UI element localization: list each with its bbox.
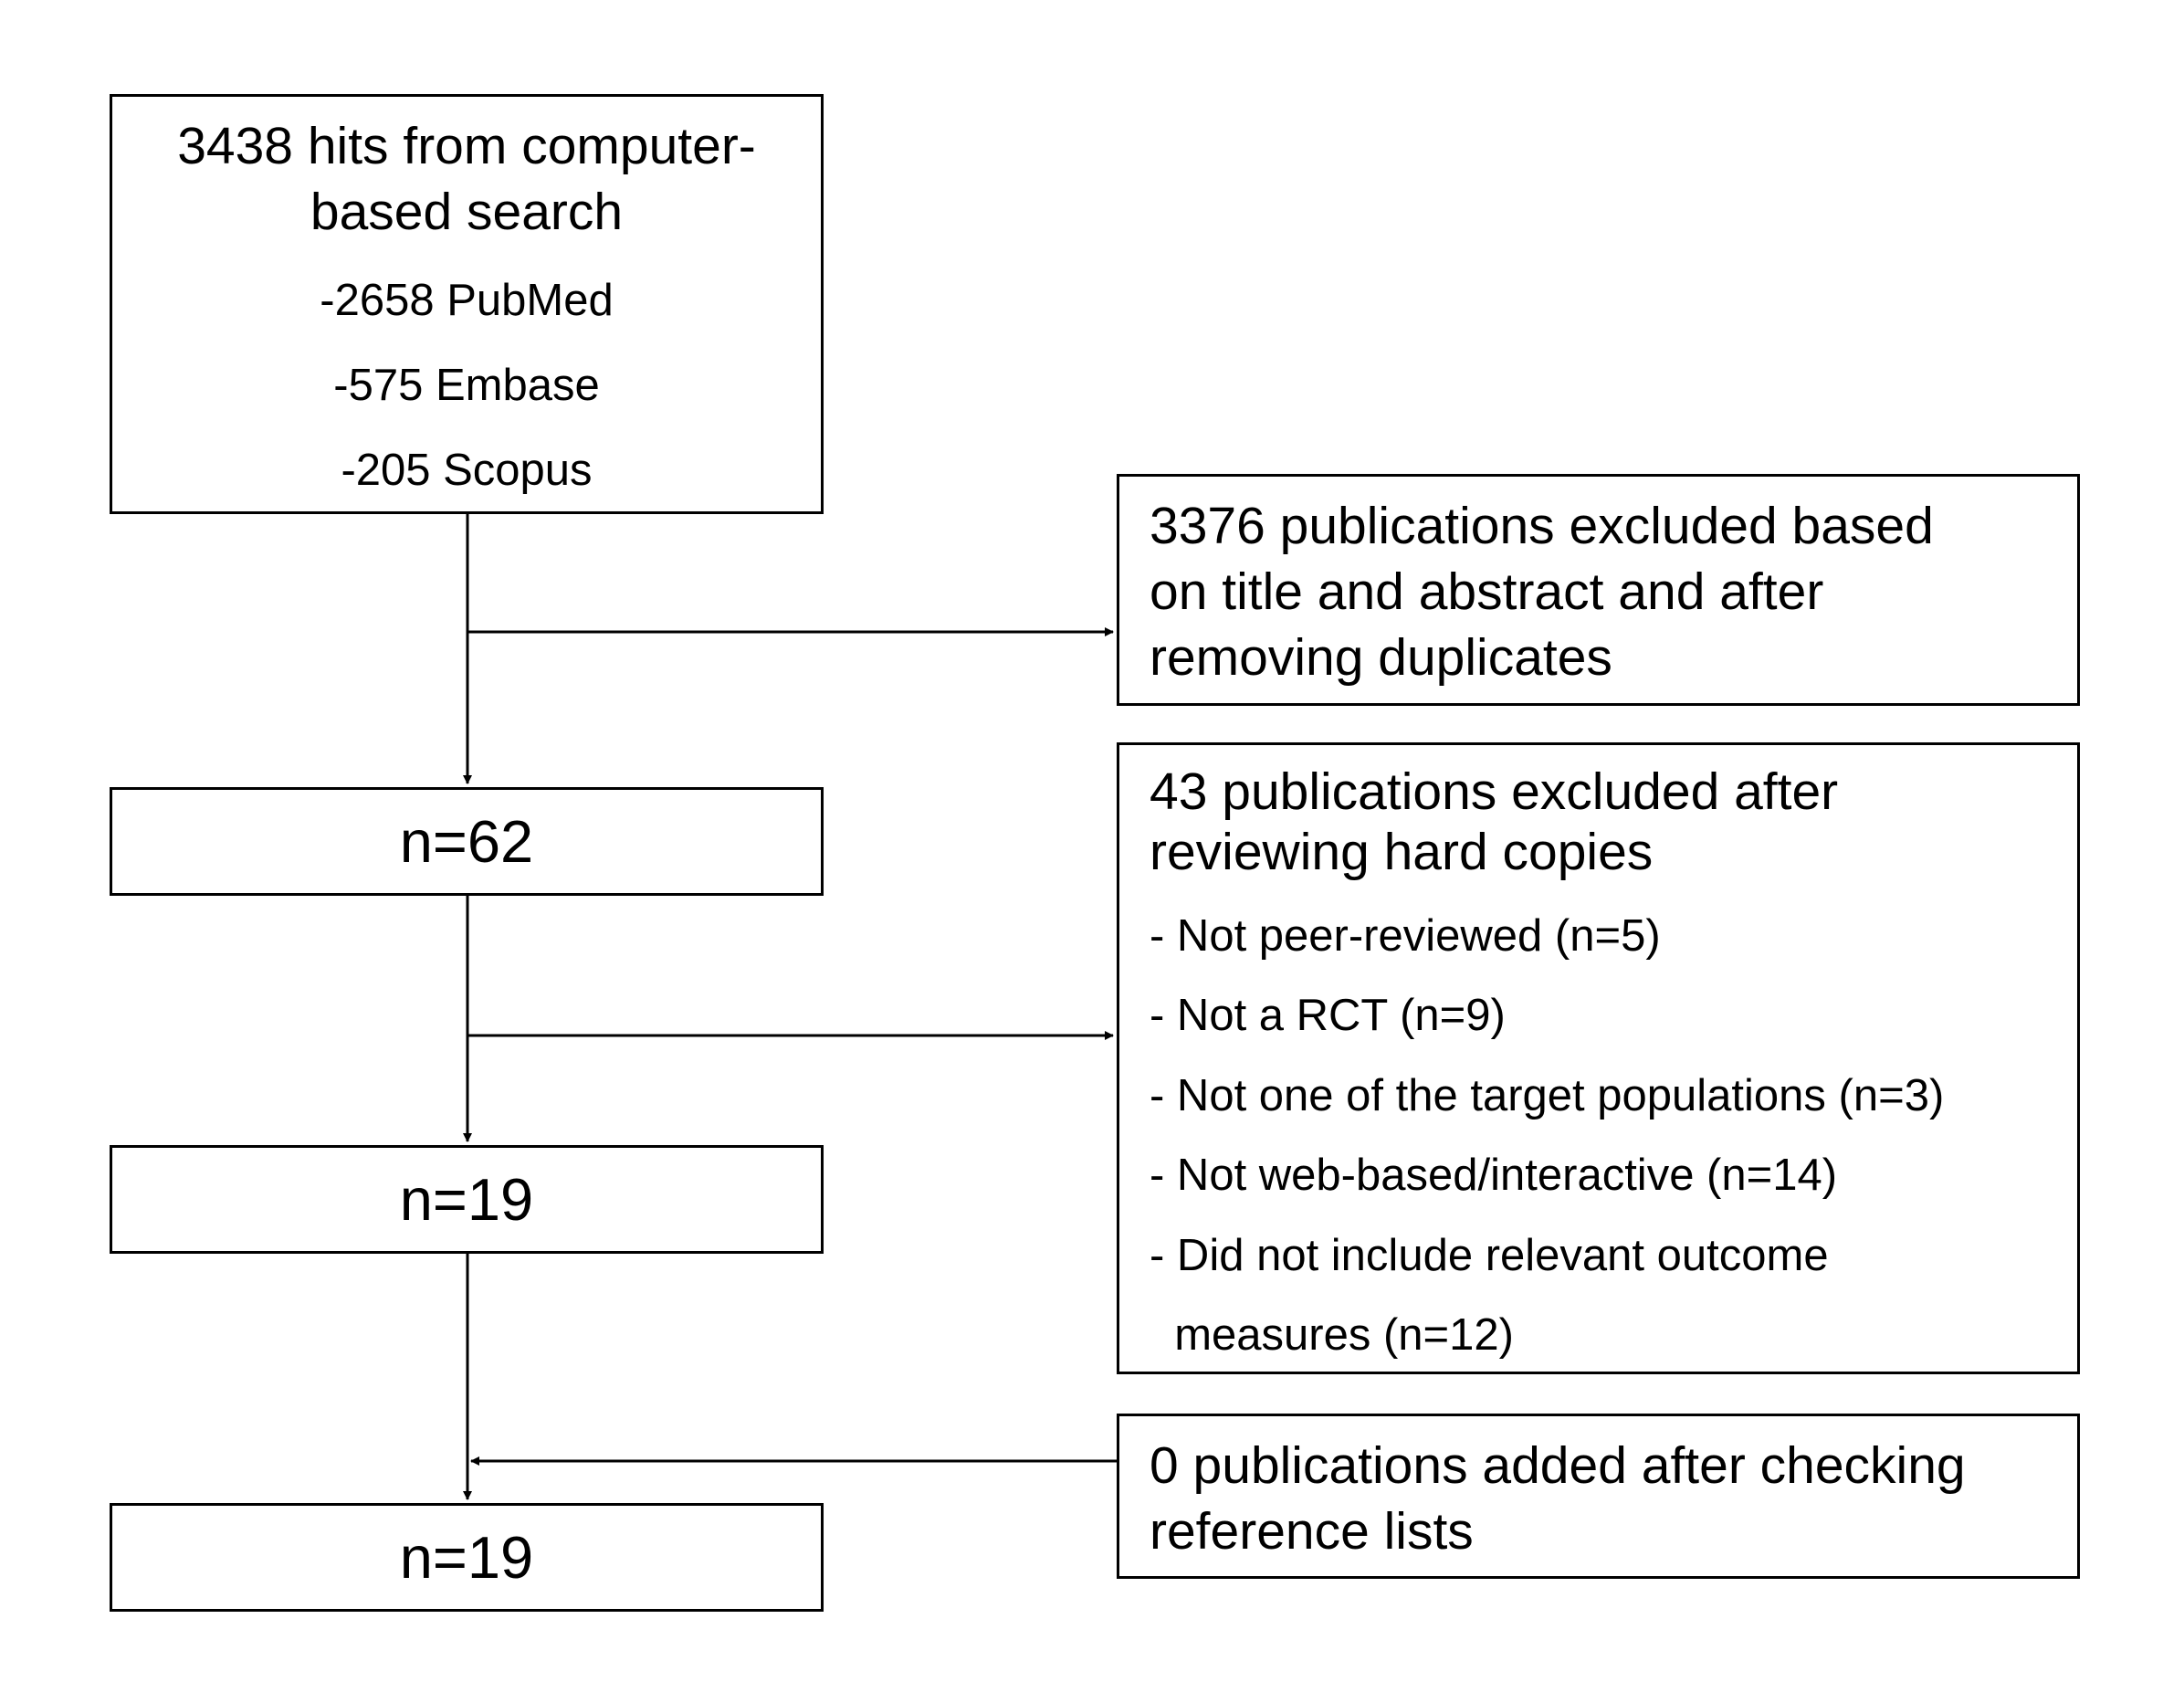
source-scopus: -205 Scopus xyxy=(341,446,593,495)
search-heading-line: 3438 hits from computer- xyxy=(177,117,756,175)
exclusion2-heading-line: reviewing hard copies xyxy=(1150,823,1654,881)
search-results-box: 3438 hits from computer- based search -2… xyxy=(110,94,824,514)
exclusion-hard-copies-box: 43 publications excluded after reviewing… xyxy=(1117,742,2080,1374)
step-n62-value: n=62 xyxy=(399,808,534,875)
final-n19-box: n=19 xyxy=(110,1503,824,1612)
exclusion-reason: - Did not include relevant outcome xyxy=(1150,1231,1829,1280)
exclusion-reason: - Not a RCT (n=9) xyxy=(1150,991,1506,1040)
exclusion1-line: removing duplicates xyxy=(1150,628,1612,687)
step-n19-box: n=19 xyxy=(110,1145,824,1254)
exclusion-reason: - Not web-based/interactive (n=14) xyxy=(1150,1151,1838,1200)
addition-reference-lists-box: 0 publications added after checking refe… xyxy=(1117,1414,2080,1579)
step-n62-box: n=62 xyxy=(110,787,824,896)
exclusion1-line: on title and abstract and after xyxy=(1150,562,1824,621)
source-embase: -575 Embase xyxy=(333,361,600,410)
search-heading-line: based search xyxy=(310,183,624,241)
search-heading: 3438 hits from computer- based search xyxy=(112,113,821,245)
exclusion-reason: measures (n=12) xyxy=(1150,1310,1514,1360)
source-pubmed: -2658 PubMed xyxy=(320,276,614,325)
final-n19-value: n=19 xyxy=(399,1524,534,1591)
exclusion1-line: 3376 publications excluded based xyxy=(1150,497,1934,555)
addition-line: 0 publications added after checking xyxy=(1150,1436,1966,1495)
addition-line: reference lists xyxy=(1150,1502,1474,1561)
exclusion2-heading-line: 43 publications excluded after xyxy=(1150,762,1839,821)
step-n19-value: n=19 xyxy=(399,1166,534,1233)
exclusion-title-abstract-box: 3376 publications excluded based on titl… xyxy=(1117,474,2080,706)
exclusion-reason: - Not peer-reviewed (n=5) xyxy=(1150,911,1661,961)
exclusion-reason: - Not one of the target populations (n=3… xyxy=(1150,1071,1945,1120)
